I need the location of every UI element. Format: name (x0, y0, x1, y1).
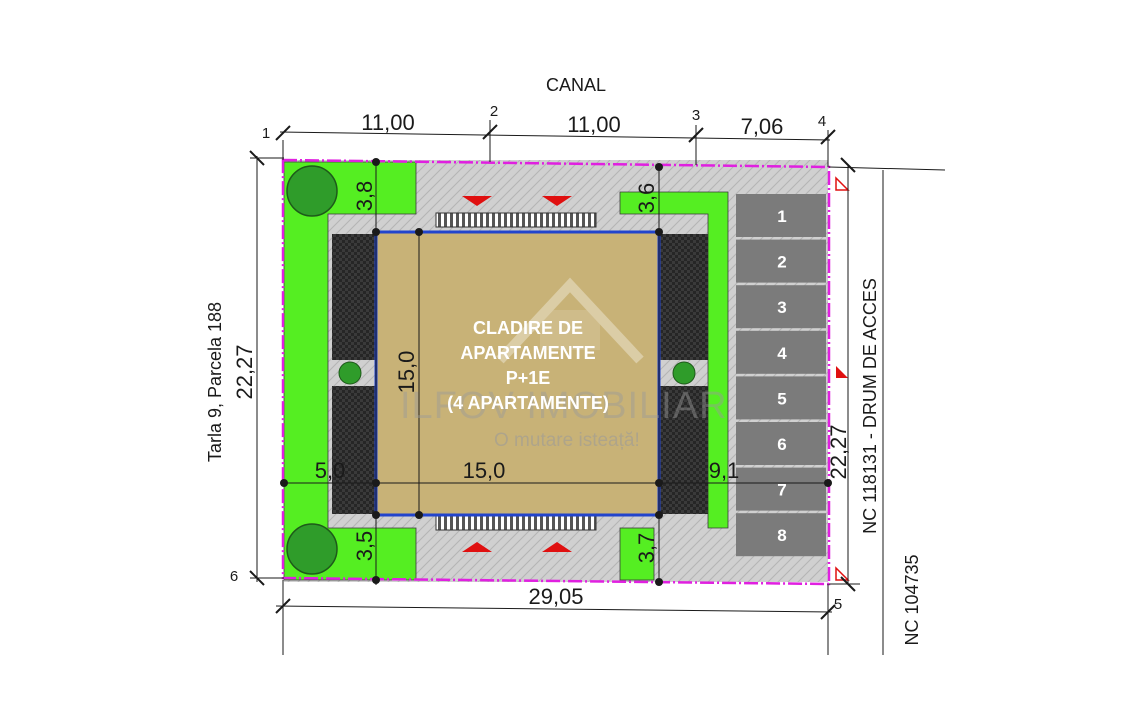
terrace-left-top (332, 234, 376, 360)
west-label: Tarla 9, Parcela 188 (205, 302, 225, 462)
dim-bottom-total: 29,05 (528, 584, 583, 609)
parking-space-number: 8 (777, 526, 786, 545)
corner-number: 3 (692, 107, 700, 124)
shrub-icon (672, 361, 696, 385)
parking-space-number: 4 (777, 344, 787, 363)
building-label-line: (4 APARTAMENTE) (447, 393, 609, 413)
building-footprint (374, 230, 661, 517)
parking-space-number: 1 (777, 207, 786, 226)
parking-space (736, 239, 826, 283)
parking-space-number: 2 (777, 253, 786, 272)
parking-space (736, 513, 826, 557)
entrance-arrow-icon (542, 542, 572, 552)
dim-setback-top-right: 3,6 (634, 183, 659, 214)
parking-space (736, 422, 826, 465)
building-label: CLADIRE DE APARTAMENTE P+1E (4 APARTAMEN… (447, 318, 609, 413)
watermark-logo (496, 277, 644, 364)
access-marker-icon (836, 366, 848, 378)
tree-icon (286, 165, 338, 217)
parking-space (736, 376, 826, 420)
corner-number: 6 (230, 568, 238, 585)
dim-building-height: 15,0 (394, 351, 419, 394)
lawn-right-bottom (619, 527, 655, 581)
watermark-tagline: O mutare isteață! (494, 430, 640, 451)
entrance-markers (462, 176, 850, 581)
entrance-arrow-icon (542, 196, 572, 206)
grate-bottom (435, 515, 597, 531)
dim-setback-bottom-right: 3,7 (634, 533, 659, 564)
building-label-line: APARTAMENTE (460, 343, 595, 363)
parking-space (736, 330, 826, 374)
tree-icon (286, 523, 338, 575)
terrace-right-bottom (660, 386, 708, 514)
access-marker-icon (835, 176, 850, 191)
dimension-ticks (249, 124, 856, 620)
entrance-arrow-icon (462, 542, 492, 552)
parking-space-number: 7 (777, 481, 786, 500)
grate-top (435, 212, 597, 228)
corner-number: 2 (490, 103, 498, 120)
dim-left-total: 22,27 (232, 344, 257, 399)
watermark-brand: ILFOV IMOBILIAR (400, 385, 728, 427)
parking-lot: 1 2 3 4 5 6 7 8 (736, 194, 826, 557)
dim-setback-bottom-left: 3,5 (352, 531, 377, 562)
parking-space-number: 3 (777, 298, 786, 317)
lawn-left (283, 161, 417, 581)
parking-space-number: 5 (777, 389, 786, 408)
dimension-points (280, 158, 832, 586)
terrace-right-top (660, 234, 708, 360)
corner-number: 5 (834, 596, 842, 613)
parking-space (736, 467, 826, 511)
dim-setback-top-left: 3,8 (352, 181, 377, 212)
parking-space (736, 194, 826, 237)
dim-top-a: 11,00 (361, 110, 414, 135)
parking-space-number: 6 (777, 435, 786, 454)
corner-number: 1 (262, 125, 270, 142)
building-label-line: CLADIRE DE (473, 318, 583, 338)
dim-building-width: 15,0 (463, 458, 506, 483)
shrub-icon (338, 361, 362, 385)
dim-top-b: 11,00 (567, 112, 620, 137)
trees (286, 165, 696, 575)
entrance-arrow-icon (462, 196, 492, 206)
corner-number: 4 (818, 113, 826, 130)
building-label-line: P+1E (506, 368, 551, 388)
dim-right-total: 22,27 (826, 424, 851, 479)
dim-setback-left: 5,0 (315, 458, 346, 483)
north-label: CANAL (546, 75, 606, 95)
dim-setback-right: 9,1 (709, 458, 740, 483)
terrace-left-bottom (332, 386, 376, 514)
dim-top-c: 7,06 (741, 114, 784, 139)
east-road-label: NC 118131 - DRUM DE ACCES (860, 278, 880, 534)
access-marker-icon (835, 566, 850, 581)
east-far-label: NC 104735 (902, 554, 922, 645)
parking-space (736, 285, 826, 329)
